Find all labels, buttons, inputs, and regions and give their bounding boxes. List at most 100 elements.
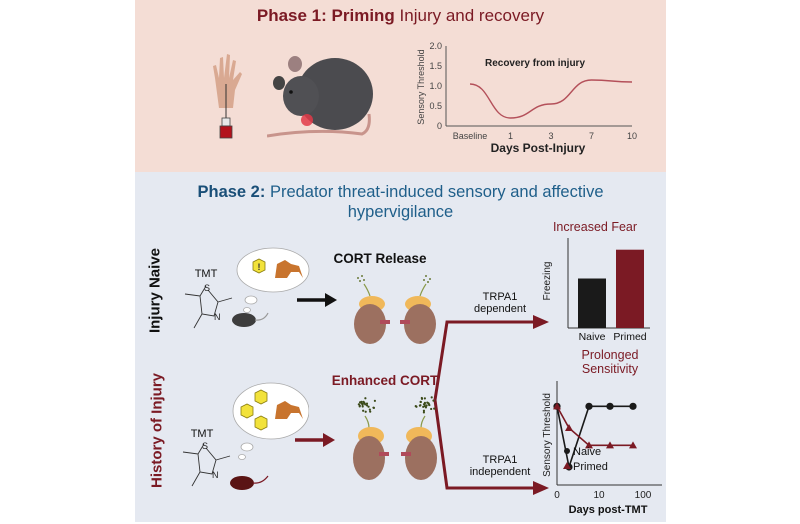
row-label-injury-naive: Injury Naive [146,247,164,334]
cort-dot [414,404,417,408]
fear-chart-title: Increased Fear [552,220,638,234]
hand-injection-icon [213,54,242,139]
primed-point [553,402,561,410]
recovery-y-label: Sensory Threshold [416,49,426,124]
naive-point [629,402,637,410]
cort-dot [361,405,364,408]
recovery-curve [469,79,633,119]
recovery-y-tick: 1.0 [429,81,442,91]
cort-dot [367,405,370,408]
adrenal-kidneys-naive [354,275,436,344]
cort-dot [419,404,422,407]
cort-dot [430,407,433,411]
svg-text:!: ! [258,262,261,272]
cort-dot [361,403,364,406]
recovery-y-tick: 0.5 [429,101,442,111]
sensitivity-x-tick: 10 [593,490,605,501]
sensitivity-x-tick: 100 [635,490,652,501]
cort-dot [358,405,361,408]
cort-dot [422,411,425,414]
naive-point [585,402,593,410]
phase2-panel: Phase 2: Predator threat-induced sensory… [135,172,666,522]
atom-n: N [214,312,221,322]
recovery-chart: Recovery from injury Sensory Threshold D… [416,42,637,155]
svg-text:S: S [202,441,208,451]
fear-x-tick: Naive [579,331,606,343]
cort-dot [360,400,363,403]
primed-point [606,441,614,449]
tmt-label-naive: TMT [194,268,218,280]
branch-arrows [433,315,549,495]
primed-point [585,441,593,449]
cort-dot [422,409,426,412]
cort-dot [362,400,365,403]
tmt-molecule-naive: S N [184,283,233,329]
recovery-y-tick: 0 [437,121,442,131]
legend-label: Naive [573,446,601,458]
recovery-y-tick: 1.5 [429,61,442,71]
row-label-history-of-injury: History of Injury [148,373,166,489]
injured-mouse-illustration [267,56,373,138]
cort-dot [420,396,423,400]
mouse-naive-icon [232,312,269,327]
svg-text:N: N [212,470,219,480]
sensitivity-x-tick: 0 [554,490,560,501]
fear-bar-naive [578,278,606,328]
tmt-label-history: TMT [190,428,214,440]
cort-dot [432,399,435,402]
cort-release-label: CORT Release [333,251,427,266]
cort-dot [362,409,365,412]
recovery-x-tick: 10 [627,131,637,141]
cort-dot [423,402,426,406]
cort-dot [364,410,367,413]
enhanced-cort-label: Enhanced CORT [331,373,439,388]
legend-naive-marker [564,448,570,454]
tmt-molecule-history: S N [182,441,231,487]
cort-dot [422,405,425,408]
sensitivity-x-label: Days post-TMT [569,504,648,516]
cort-dot [365,402,369,405]
thought-cloud-fox-history [232,382,309,460]
recovery-chart-title: Recovery from injury [485,58,585,69]
primed-point [565,424,573,431]
recovery-x-tick: 3 [548,131,553,141]
phase1-panel: Phase 1: Priming Injury and recovery Rec… [135,0,666,172]
cort-dot [423,397,426,400]
cort-dot [433,407,436,410]
cort-dot [424,406,428,409]
cort-dot [427,403,431,406]
cort-dot [368,408,371,411]
arrow-history [295,433,335,447]
recovery-x-tick: 7 [589,131,594,141]
cort-dot [419,400,422,403]
mouse-injured-icon [230,475,269,490]
primed-point [629,441,637,449]
cort-dot [369,410,372,413]
recovery-x-tick: 1 [508,131,513,141]
recovery-x-label: Days Post-Injury [491,141,586,155]
recovery-x-tick: Baseline [453,131,488,141]
cort-dot [425,404,428,407]
cort-dot [364,403,367,406]
cort-dot [364,397,367,400]
thought-cloud-fox-naive: ! [236,247,310,313]
phase2-title: Phase 2: Predator threat-induced sensory… [197,183,604,221]
phase1-title: Phase 1: Priming Injury and recovery [256,6,545,25]
fear-y-label: Freezing [542,262,553,301]
cort-dot [365,404,369,407]
cort-dot [373,399,376,402]
fear-x-tick: Primed [613,331,646,343]
fear-bar-chart: Freezing Naive Primed [542,238,650,343]
recovery-y-tick: 2.0 [429,42,442,51]
cort-dot [372,406,376,410]
legend-label: Primed [573,461,608,473]
fear-bar-primed [616,249,644,328]
cort-dot [430,396,433,399]
arrow-naive [297,293,337,307]
atom-s: S [204,283,210,293]
naive-point [606,402,614,410]
